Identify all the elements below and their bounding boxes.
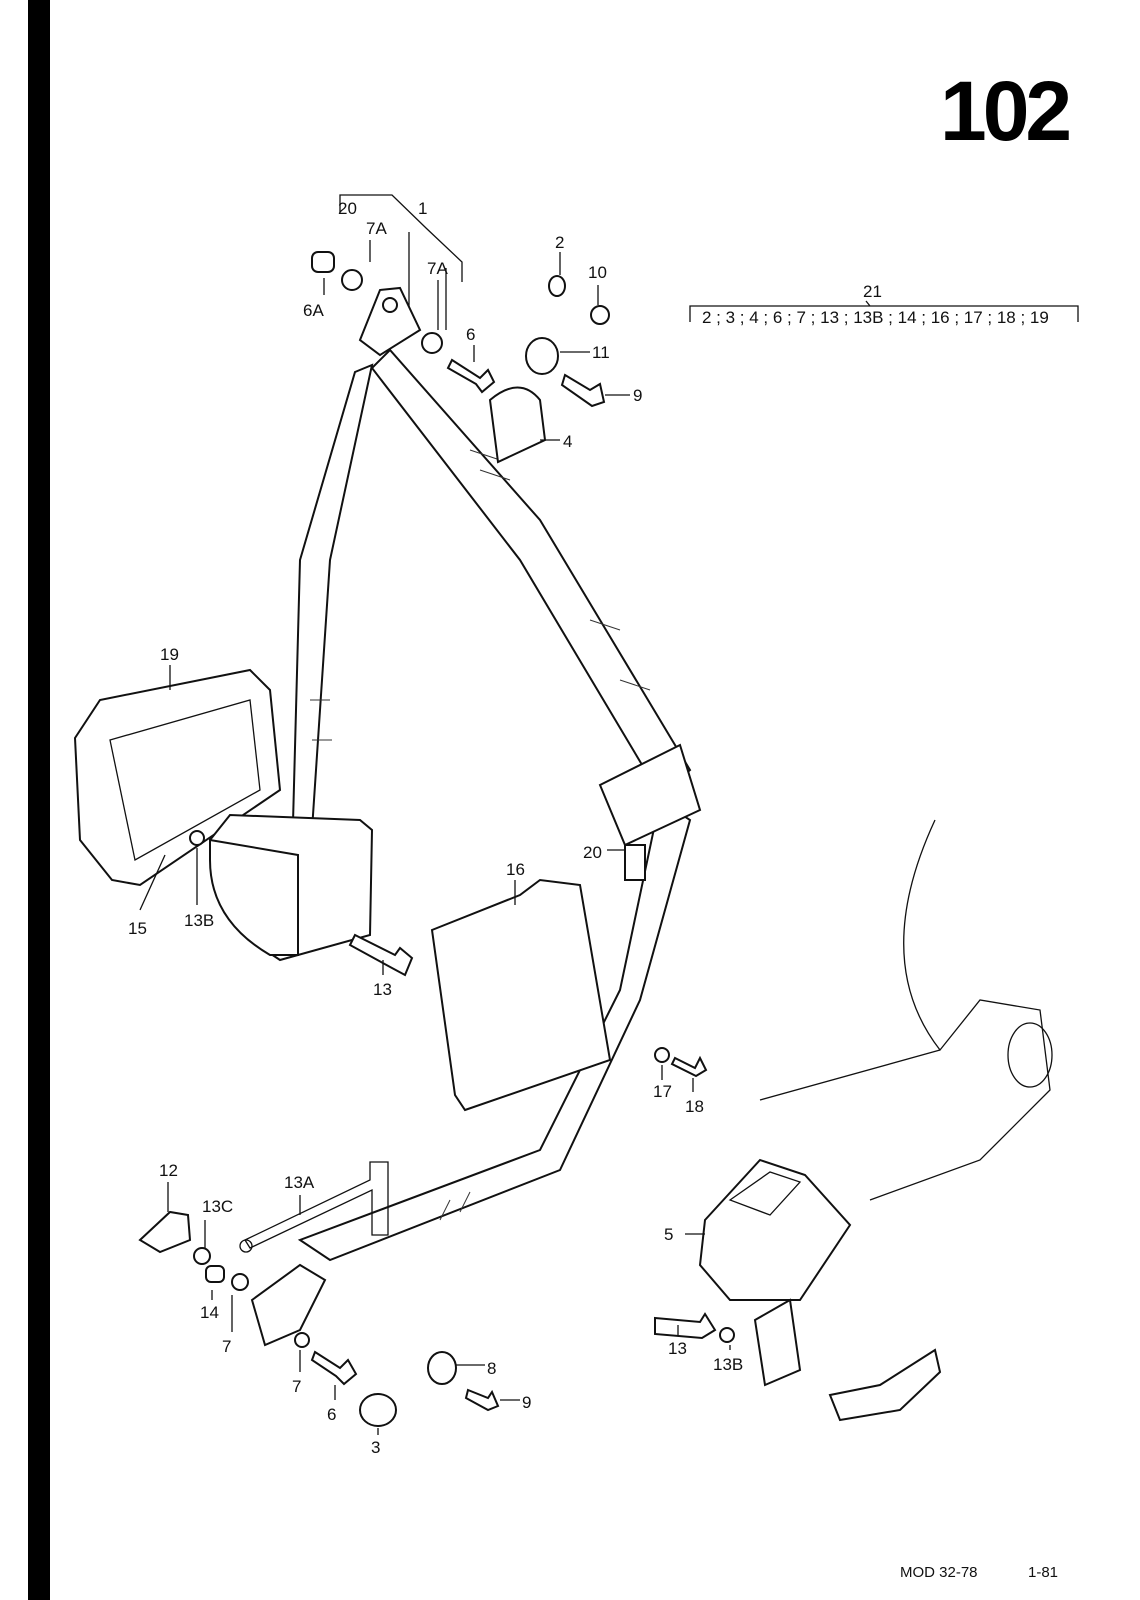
page-number: 102 — [940, 64, 1069, 158]
callout-12: 12 — [159, 1161, 178, 1180]
seat-pivot — [1007, 1022, 1053, 1088]
callout-2: 2 — [555, 233, 564, 252]
housing-inner — [109, 699, 261, 862]
callout-3: 3 — [371, 1438, 380, 1457]
washer-2 — [548, 275, 566, 297]
washer-17 — [654, 1047, 670, 1063]
buckle-mount — [828, 1348, 942, 1422]
callout-21: 21 — [863, 282, 882, 301]
upper-anchor-plate — [358, 286, 422, 357]
bolt-6-lower — [310, 1350, 358, 1386]
callout-11: 11 — [592, 343, 610, 362]
buckle-5 — [698, 1158, 852, 1301]
callout-17: 17 — [653, 1082, 672, 1101]
cap-3 — [359, 1393, 397, 1427]
retractor-cover — [209, 838, 299, 956]
callout-13A: 13A — [284, 1173, 315, 1192]
callout-16: 16 — [506, 860, 525, 879]
spacer-14 — [205, 1265, 225, 1283]
screw-18 — [670, 1055, 708, 1078]
washer-7A — [341, 269, 363, 291]
callout-18: 18 — [685, 1097, 704, 1116]
callout-5: 5 — [664, 1225, 673, 1244]
anchor-hole — [382, 297, 398, 313]
callout-6: 6 — [466, 325, 475, 344]
callout-7-2: 7 — [292, 1377, 301, 1396]
screw-9-lower — [464, 1388, 500, 1412]
callout-7: 7 — [222, 1337, 231, 1356]
washer-13B — [189, 830, 205, 846]
callout-15: 15 — [128, 919, 147, 938]
belt-retractor-strap — [290, 363, 374, 861]
callout-1: 1 — [418, 199, 427, 218]
rod-13A — [244, 1161, 389, 1249]
tongue-20 — [624, 844, 646, 881]
callout-6A: 6A — [303, 301, 324, 320]
cover-8 — [427, 1351, 457, 1385]
callout-10: 10 — [588, 263, 607, 282]
belt-guide-20 — [598, 743, 702, 847]
shoulder-belt — [370, 348, 692, 797]
callout-8: 8 — [487, 1359, 496, 1378]
callout-20: 20 — [338, 199, 357, 218]
callout-6-lower: 6 — [327, 1405, 336, 1424]
bolt-6 — [446, 358, 496, 394]
callout-13C: 13C — [202, 1197, 233, 1216]
belt-hatching — [310, 449, 651, 1221]
washer-7 — [231, 1273, 249, 1291]
bolt-13-buckle — [654, 1312, 717, 1340]
callout-4: 4 — [563, 432, 572, 451]
screw-9 — [560, 373, 606, 408]
callout-7A: 7A — [366, 219, 387, 238]
page-edge-bar — [28, 0, 50, 1600]
cap-4 — [488, 386, 547, 464]
callout-9: 9 — [633, 386, 642, 405]
footer-model: MOD 32-78 — [900, 1564, 978, 1581]
retractor-housing-19 — [73, 668, 282, 887]
cover-11 — [525, 337, 559, 375]
washer-13C — [193, 1247, 211, 1265]
washer-13B-buckle — [719, 1327, 735, 1343]
callout-13-buckle: 13 — [668, 1339, 687, 1358]
lower-anchor-plate — [250, 1263, 327, 1347]
washer-7-2 — [294, 1332, 310, 1348]
callout-20-guide: 20 — [583, 843, 602, 862]
bolt-13 — [348, 933, 414, 977]
trim-cover-16 — [430, 878, 612, 1112]
group-items: 2 ; 3 ; 4 ; 6 ; 7 ; 13 ; 13B ; 14 ; 16 ;… — [702, 308, 1049, 327]
cover-12 — [138, 1210, 192, 1254]
group-bracket — [689, 300, 1079, 322]
callout-14: 14 — [200, 1303, 219, 1322]
rod-loop — [239, 1239, 253, 1253]
callout-19: 19 — [160, 645, 179, 664]
callout-9-lower: 9 — [522, 1393, 531, 1412]
buckle-bracket — [753, 1298, 802, 1387]
screw-10 — [590, 305, 610, 325]
leader-lines — [139, 240, 731, 1435]
seat-frame-outline — [759, 819, 1051, 1201]
callout-13B-buckle: 13B — [713, 1355, 743, 1374]
callout-13B: 13B — [184, 911, 214, 930]
callout-13: 13 — [373, 980, 392, 999]
spacer-6A — [311, 251, 335, 273]
buckle-slot — [728, 1171, 802, 1216]
footer-date: 1-81 — [1028, 1564, 1058, 1581]
washer-7A-2 — [421, 332, 443, 354]
callout-7A-2: 7A — [427, 259, 448, 278]
